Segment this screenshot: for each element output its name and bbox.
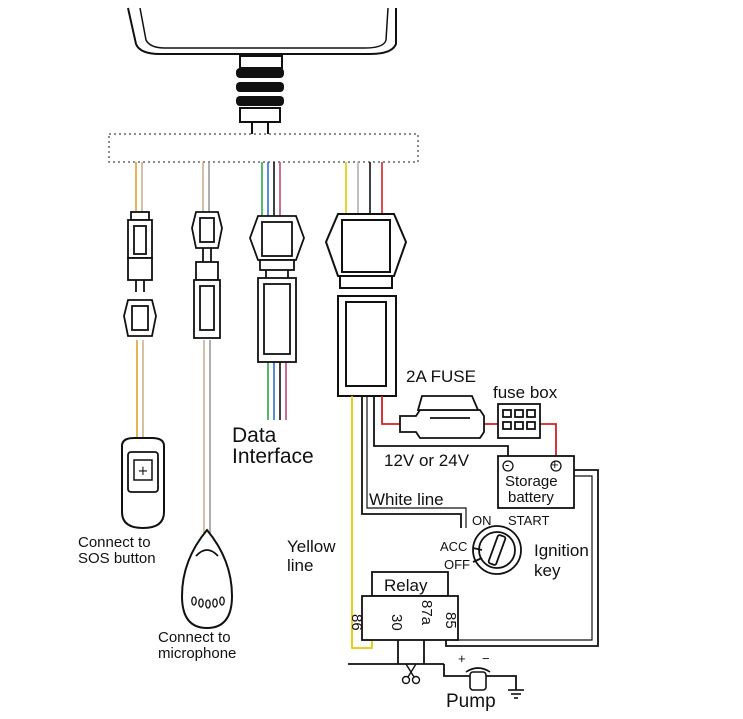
ignition-key-switch	[472, 525, 522, 575]
pump-minus-label: −	[482, 651, 490, 666]
pump-label: Pump	[446, 691, 496, 712]
relay	[361, 571, 459, 641]
harness-box	[108, 133, 419, 163]
scissors-icon	[401, 663, 421, 685]
fuse-box-label: fuse box	[493, 383, 558, 402]
yellow-line-label-1: Yellow	[287, 537, 336, 556]
fuse-2a	[399, 395, 485, 439]
relay-label: Relay	[384, 576, 428, 595]
data-wires	[261, 162, 287, 420]
switch-on-label: ON	[472, 513, 492, 528]
relay-pin-86: 86	[348, 614, 365, 631]
yellow-line-label-2: line	[287, 556, 314, 575]
white-line-label: White line	[369, 490, 444, 509]
cable-gland	[236, 55, 284, 134]
ignition-label-2: key	[534, 561, 561, 580]
battery-plus-label: +	[551, 457, 559, 472]
power-connector	[324, 213, 408, 397]
pump-icon	[465, 667, 491, 691]
battery-label-2: battery	[508, 489, 554, 506]
pump-plus-label: +	[458, 651, 466, 666]
svg-text:+: +	[138, 464, 149, 479]
mic-label-2: microphone	[158, 645, 237, 662]
data-connector	[249, 215, 305, 363]
sos-label-2: SOS button	[78, 550, 156, 567]
ground-icon	[508, 689, 524, 699]
switch-acc-label: ACC	[440, 539, 468, 554]
switch-start-label: START	[508, 513, 550, 528]
data-interface-label-2: Interface	[232, 445, 314, 468]
switch-off-label: OFF	[444, 557, 470, 572]
voltage-label: 12V or 24V	[384, 451, 470, 470]
sos-connector	[123, 211, 157, 337]
ignition-label-1: Ignition	[534, 541, 589, 560]
mic-connector	[191, 211, 223, 339]
mic-wires	[202, 162, 211, 535]
fuse-label: 2A FUSE	[406, 367, 476, 386]
fuse-box	[497, 403, 541, 439]
battery-label-1: Storage	[505, 473, 558, 490]
relay-pin-30: 30	[388, 614, 405, 631]
tracker-device	[127, 7, 397, 55]
data-interface-label-1: Data	[232, 424, 277, 447]
power-circuit	[348, 396, 599, 690]
microphone	[180, 528, 234, 630]
sos-label-1: Connect to	[78, 534, 151, 551]
relay-pin-87a: 87a	[418, 600, 435, 626]
relay-pin-85: 85	[442, 612, 459, 629]
sos-button: +	[121, 437, 165, 530]
power-wires	[345, 162, 383, 214]
mic-label-1: Connect to	[158, 629, 231, 646]
battery-minus-label: -	[505, 457, 510, 472]
sos-wires	[135, 162, 144, 440]
